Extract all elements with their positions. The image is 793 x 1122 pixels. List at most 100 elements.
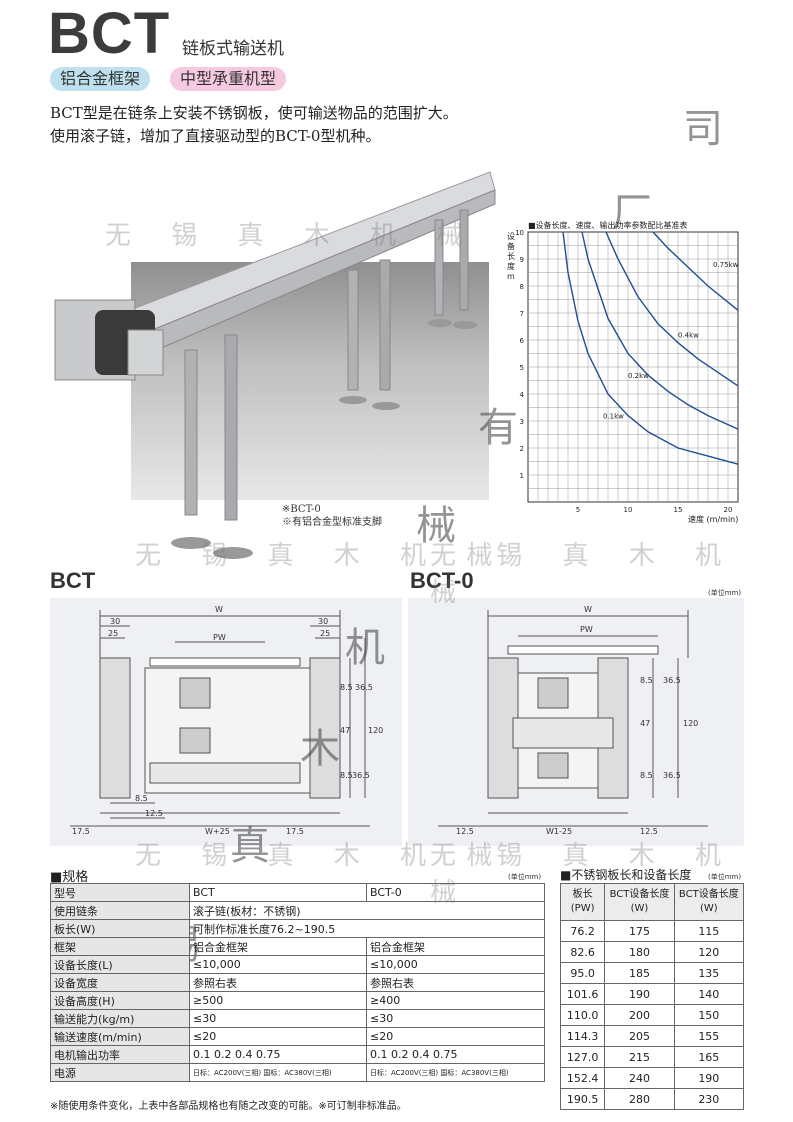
table-row: 输送速度(m/min)≤20≤20 [50, 1027, 545, 1046]
column-header: BCT设备长度(W) [604, 883, 675, 921]
series-line [605, 231, 739, 387]
spec-cell: ≥400 [366, 991, 545, 1010]
spec-row-label: 框架 [50, 937, 190, 956]
table-cell: 190 [673, 1067, 745, 1089]
table-cell: 110.0 [559, 1004, 606, 1026]
page-title: BCT [48, 1, 171, 66]
dim-label: 36.5 [663, 771, 681, 780]
table-cell: 200 [604, 1004, 675, 1026]
watermark-text: 无 锡 真 木 机 械 [430, 541, 738, 608]
y-tick-label: 7 [520, 310, 524, 318]
dim-label: 17.5 [72, 827, 90, 836]
y-tick-label: 2 [520, 445, 524, 453]
column-header: 板长(PW) [559, 883, 606, 921]
spec-heading: ■规格 [50, 870, 89, 885]
watermark-char: 厂 [612, 190, 668, 236]
y-tick-label: 3 [520, 418, 524, 426]
dim-label: 25 [108, 629, 118, 638]
table-cell: 190.5 [559, 1088, 606, 1110]
spec-row-label: 电机输出功率 [50, 1045, 190, 1064]
chart-y-label: 设备长度m [507, 232, 515, 281]
dim-label: 8.5 [135, 794, 148, 803]
series-label: 0.4kw [678, 331, 699, 339]
table-row: 框架铝合金框架铝合金框架 [50, 937, 545, 956]
dim-label: W+25 [205, 827, 230, 836]
spec-cell: 铝合金框架 [366, 937, 545, 956]
description-line: 使用滚子链，增加了直接驱动型的BCT-0型机种。 [50, 127, 381, 145]
spec-row-label: 板长(W) [50, 919, 190, 938]
dim-label: 47 [340, 726, 350, 735]
dim-label: 12.5 [640, 827, 658, 836]
series-line [581, 231, 739, 430]
chart-x-label: 速度 (m/min) [688, 515, 739, 524]
dim-label: PW [213, 633, 226, 642]
spec-row-label: 电源 [50, 1063, 190, 1082]
dim-label: W [584, 605, 592, 614]
drawing-label-bct0: BCT-0 [410, 568, 474, 593]
table-cell: 190 [604, 983, 675, 1005]
table-cell: 205 [604, 1025, 675, 1047]
y-tick-label: 5 [520, 364, 524, 372]
y-tick-label: 1 [520, 472, 524, 480]
watermark-text: 无 锡 真 木 机 械 [135, 541, 509, 571]
spec-cell: ≤30 [366, 1009, 545, 1028]
dim-label: 12.5 [145, 809, 163, 818]
table-cell: 180 [604, 941, 675, 963]
table-row: 设备高度(H)≥500≥400 [50, 991, 545, 1010]
table-cell: 165 [673, 1046, 745, 1068]
spec-cell: ≤10,000 [189, 955, 367, 974]
tag-frame: 铝合金框架 [50, 67, 151, 91]
watermark-char: 木 [300, 726, 356, 772]
watermark-char: 有 [478, 405, 534, 451]
dim-label: 36.5 [663, 676, 681, 685]
table-cell: 185 [604, 962, 675, 984]
watermark-char: 司 [683, 106, 739, 152]
table-cell: 101.6 [559, 983, 606, 1005]
watermark-char: 械 [416, 503, 472, 549]
spec-row-label: 输送能力(kg/m) [50, 1009, 190, 1028]
table-cell: 280 [604, 1088, 675, 1110]
spec-cell: ≤10,000 [366, 955, 545, 974]
tag-load: 中型承重机型 [170, 67, 287, 91]
spec-cell: BCT [189, 883, 367, 902]
photo-notes: ※BCT-0 ※有铝合金型标准支脚 [282, 503, 382, 529]
footnote: ※随使用条件变化，上表中各部品规格也有随之改变的可能。※可订制非标准品。 [50, 1101, 407, 1112]
dim-label: 120 [368, 726, 383, 735]
spec-unit: (单位mm) [508, 873, 542, 881]
table-cell: 175 [604, 920, 675, 942]
series-label: 0.2kw [628, 372, 649, 380]
watermark-char: 机 [345, 625, 401, 671]
spec-row-label: 设备长度(L) [50, 955, 190, 974]
photo-note: ※BCT-0 [282, 504, 321, 515]
watermark-char: 真 [230, 823, 286, 869]
length-unit: (单位mm) [708, 873, 742, 881]
table-row: 板长(W)可制作标准长度76.2~190.5 [50, 919, 545, 938]
spec-row-label: 输送速度(m/min) [50, 1027, 190, 1046]
length-heading: ■不锈钢板长和设备长度 [560, 868, 692, 882]
y-tick-label: 4 [520, 391, 525, 399]
column-header: BCT设备长度(W) [673, 883, 745, 921]
series-line [652, 231, 739, 311]
dim-label: 25 [320, 629, 330, 638]
table-cell: 127.0 [559, 1046, 606, 1068]
spec-cell: 0.1 0.2 0.4 0.75 [189, 1045, 367, 1064]
section-drawing-bct0: W PW 8.5 36.5 47 120 8.5 36.5 12.5 W1-25… [438, 605, 708, 836]
description-line: BCT型是在链条上安装不锈钢板，使可输送物品的范围扩大。 [50, 104, 458, 122]
dim-label: 36.5 [352, 771, 370, 780]
section-drawing-bct: W 30 25 PW 30 25 8.5 36.5 47 120 8.5 36.… [70, 605, 383, 836]
spec-row-label: 设备宽度 [50, 973, 190, 992]
dim-label: W [215, 605, 223, 614]
series-line [562, 231, 739, 465]
y-tick-label: 6 [520, 337, 525, 345]
spec-cell: ≤30 [189, 1009, 367, 1028]
table-row: 输送能力(kg/m)≤30≤30 [50, 1009, 545, 1028]
spec-cell: 参照右表 [366, 973, 545, 992]
